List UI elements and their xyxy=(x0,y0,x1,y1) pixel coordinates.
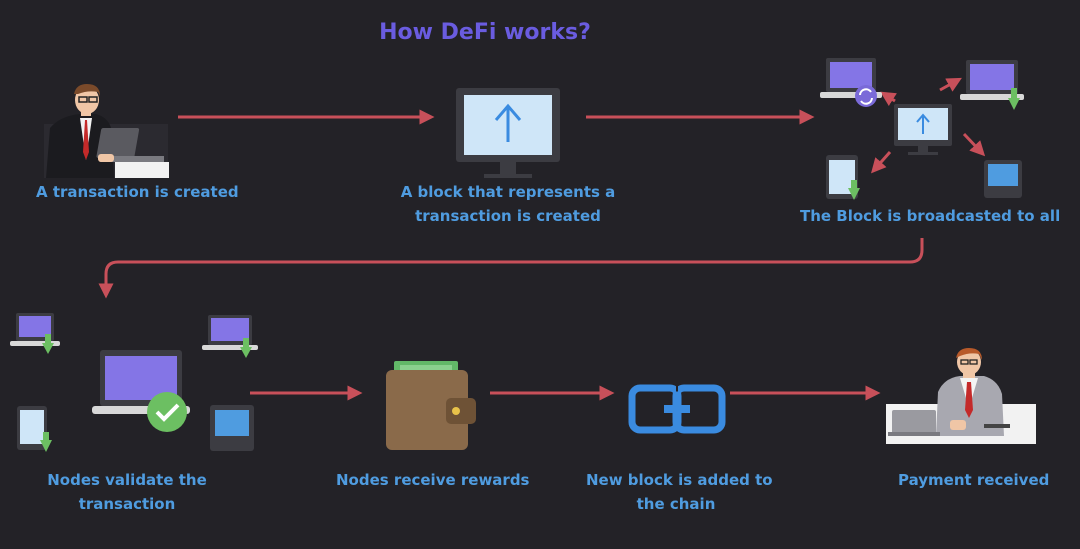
chain-link-icon xyxy=(628,384,726,434)
step-3-label: The Block is broadcasted to all xyxy=(800,207,1061,225)
broadcast-arrow-ul xyxy=(880,91,897,106)
broadcast-arrow-lr xyxy=(962,132,986,157)
broadcast-arrow-ll xyxy=(871,151,892,174)
step-4-label: Nodes validate the transaction xyxy=(44,468,210,516)
laptop-download-icon xyxy=(202,315,258,358)
laptop-sync-icon xyxy=(820,58,882,107)
person-at-desk-icon xyxy=(886,348,1036,444)
arrow-3-to-4 xyxy=(98,238,924,299)
step-7-label: Payment received xyxy=(898,471,1050,489)
laptop-download-icon xyxy=(10,313,60,354)
step-6-label-line-1: New block is added to xyxy=(586,471,773,489)
wallet-icon xyxy=(386,361,476,450)
diagram-title: How DeFi works? xyxy=(379,20,591,45)
person-with-laptop-icon xyxy=(44,84,169,178)
laptop-download-icon xyxy=(960,60,1024,110)
tablet-download-icon xyxy=(17,406,52,452)
step-2-label-line-2: transaction is created xyxy=(415,207,601,225)
validated-node-icon xyxy=(10,313,258,452)
step-6-label: New block is added to the chain xyxy=(586,468,773,516)
step-1-label: A transaction is created xyxy=(36,183,239,201)
center-monitor-icon xyxy=(894,104,952,155)
tablet-download-icon xyxy=(826,155,860,200)
step-4-label-line-2: transaction xyxy=(78,495,176,513)
step-6-label-line-2: the chain xyxy=(636,495,716,513)
tablet-icon xyxy=(984,160,1022,198)
block-monitor-icon xyxy=(456,88,560,178)
step-4-label-line-1: Nodes validate the xyxy=(47,471,207,489)
broadcast-arrow-ur xyxy=(939,77,962,92)
step-2-label: A block that represents a transaction is… xyxy=(400,180,616,228)
broadcast-network-icon xyxy=(820,58,1024,200)
step-5-label: Nodes receive rewards xyxy=(336,471,530,489)
tablet-icon xyxy=(210,405,254,451)
step-2-label-line-1: A block that represents a xyxy=(400,183,616,201)
main-laptop-check-icon xyxy=(92,350,190,432)
flow-arrows xyxy=(98,77,986,401)
